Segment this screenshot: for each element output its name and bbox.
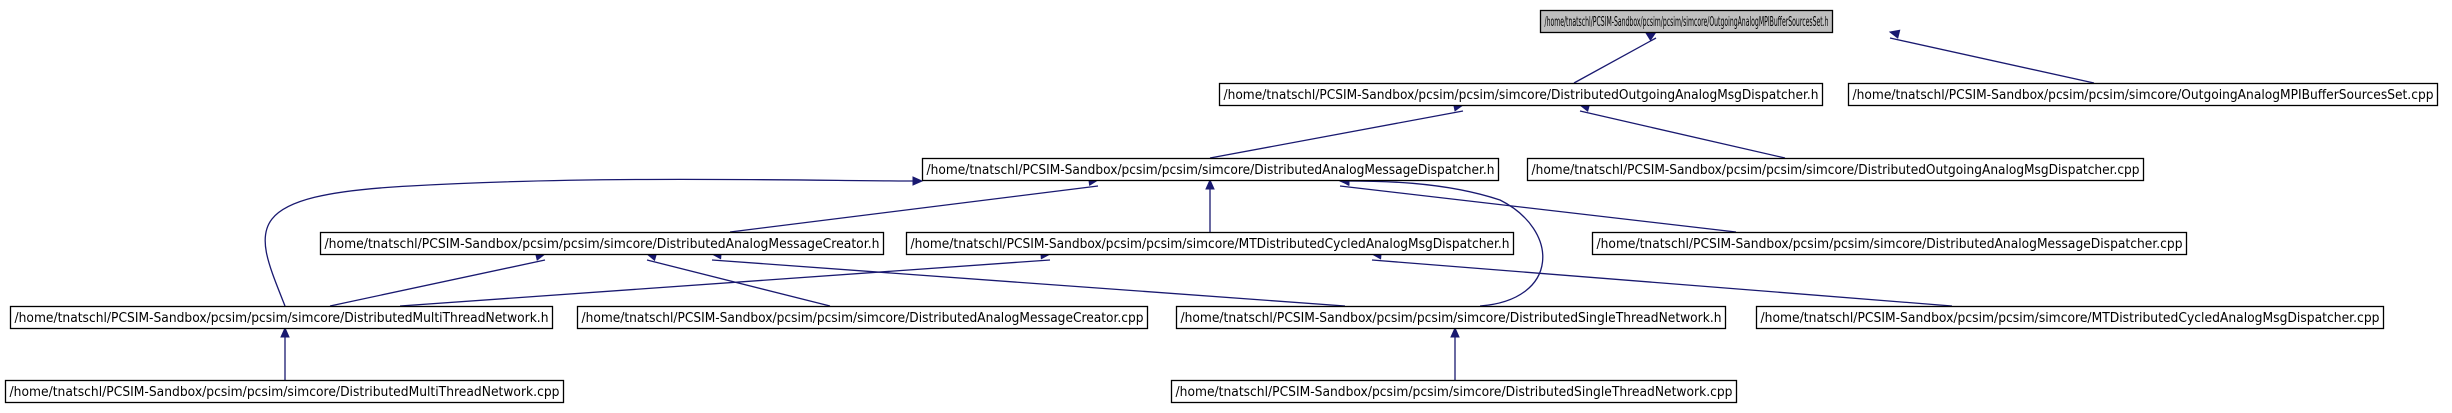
- file-node[interactable]: /home/tnatschl/PCSIM-Sandbox/pcsim/pcsim…: [1526, 157, 2145, 182]
- arrowhead-n12-to-n8: [280, 326, 290, 338]
- node-label: /home/tnatschl/PCSIM-Sandbox/pcsim/pcsim…: [1176, 385, 1733, 400]
- arrowhead-n8-to-n3: [912, 176, 924, 186]
- node-box: [576, 305, 1149, 330]
- edge-n8-to-n3: [264, 178, 921, 307]
- node-label: /home/tnatschl/PCSIM-Sandbox/pcsim/pcsim…: [325, 237, 880, 252]
- node-box: [1591, 231, 2188, 256]
- edge-n8-to-n5: [329, 259, 546, 307]
- file-node[interactable]: /home/tnatschl/PCSIM-Sandbox/pcsim/pcsim…: [576, 305, 1149, 330]
- edge-n10-to-n3: [1339, 180, 1544, 307]
- file-node[interactable]: /home/tnatschl/PCSIM-Sandbox/pcsim/pcsim…: [9, 305, 554, 330]
- edge-n9-to-n5: [646, 259, 831, 307]
- arrowhead-n2-to-n0: [1888, 29, 1901, 39]
- edge-n11-to-n6: [1371, 259, 1953, 307]
- file-node[interactable]: /home/tnatschl/PCSIM-Sandbox/pcsim/pcsim…: [319, 231, 885, 256]
- file-node[interactable]: /home/tnatschl/PCSIM-Sandbox/pcsim/pcsim…: [921, 157, 1500, 182]
- node-box: [4, 379, 565, 404]
- edge-n2-to-n0: [1889, 37, 2095, 84]
- node-label: /home/tnatschl/PCSIM-Sandbox/pcsim/pcsim…: [582, 311, 1144, 326]
- node-box: [1170, 379, 1738, 404]
- file-node[interactable]: /home/tnatschl/PCSIM-Sandbox/pcsim/pcsim…: [1218, 82, 1824, 107]
- edge-n5-to-n3: [729, 185, 1099, 233]
- file-node[interactable]: /home/tnatschl/PCSIM-Sandbox/pcsim/pcsim…: [1755, 305, 2385, 330]
- node-label: /home/tnatschl/PCSIM-Sandbox/pcsim/pcsim…: [1181, 311, 1722, 326]
- node-box: [905, 231, 1515, 256]
- node-label: /home/tnatschl/PCSIM-Sandbox/pcsim/pcsim…: [1545, 15, 1829, 30]
- node-label: /home/tnatschl/PCSIM-Sandbox/pcsim/pcsim…: [1224, 88, 1819, 103]
- root-file-node: /home/tnatschl/PCSIM-Sandbox/pcsim/pcsim…: [1539, 9, 1834, 34]
- node-box: [1218, 82, 1824, 107]
- edge-n7-to-n3: [1339, 185, 1737, 233]
- edge-n1-to-n0: [1573, 37, 1657, 84]
- arrowhead-n6-to-n3: [1205, 178, 1215, 190]
- node-box: [9, 305, 554, 330]
- node-label: /home/tnatschl/PCSIM-Sandbox/pcsim/pcsim…: [1853, 88, 2434, 103]
- file-node[interactable]: /home/tnatschl/PCSIM-Sandbox/pcsim/pcsim…: [1847, 82, 2439, 107]
- node-box: [1526, 157, 2145, 182]
- graph-nodes: /home/tnatschl/PCSIM-Sandbox/pcsim/pcsim…: [4, 9, 2439, 404]
- graph-edges: [264, 29, 2095, 380]
- edge-n4-to-n1: [1579, 110, 1786, 159]
- node-box: [1847, 82, 2439, 107]
- node-label: /home/tnatschl/PCSIM-Sandbox/pcsim/pcsim…: [15, 311, 549, 326]
- node-label: /home/tnatschl/PCSIM-Sandbox/pcsim/pcsim…: [911, 237, 1510, 252]
- arrowhead-n13-to-n10: [1450, 326, 1460, 338]
- edge-n8-to-n6: [399, 259, 1051, 307]
- node-box: [1539, 9, 1834, 34]
- node-label: /home/tnatschl/PCSIM-Sandbox/pcsim/pcsim…: [1532, 163, 2140, 178]
- file-node[interactable]: /home/tnatschl/PCSIM-Sandbox/pcsim/pcsim…: [4, 379, 565, 404]
- node-label: /home/tnatschl/PCSIM-Sandbox/pcsim/pcsim…: [1761, 311, 2380, 326]
- node-label: /home/tnatschl/PCSIM-Sandbox/pcsim/pcsim…: [1597, 237, 2183, 252]
- node-label: /home/tnatschl/PCSIM-Sandbox/pcsim/pcsim…: [10, 385, 560, 400]
- file-node[interactable]: /home/tnatschl/PCSIM-Sandbox/pcsim/pcsim…: [1591, 231, 2188, 256]
- node-box: [921, 157, 1500, 182]
- node-box: [1175, 305, 1727, 330]
- file-node[interactable]: /home/tnatschl/PCSIM-Sandbox/pcsim/pcsim…: [1170, 379, 1738, 404]
- file-node[interactable]: /home/tnatschl/PCSIM-Sandbox/pcsim/pcsim…: [905, 231, 1515, 256]
- node-label: /home/tnatschl/PCSIM-Sandbox/pcsim/pcsim…: [927, 163, 1495, 178]
- file-node[interactable]: /home/tnatschl/PCSIM-Sandbox/pcsim/pcsim…: [1175, 305, 1727, 330]
- node-box: [319, 231, 885, 256]
- node-box: [1755, 305, 2385, 330]
- edge-n3-to-n1: [1209, 110, 1464, 159]
- edge-n10-to-n5: [711, 259, 1346, 307]
